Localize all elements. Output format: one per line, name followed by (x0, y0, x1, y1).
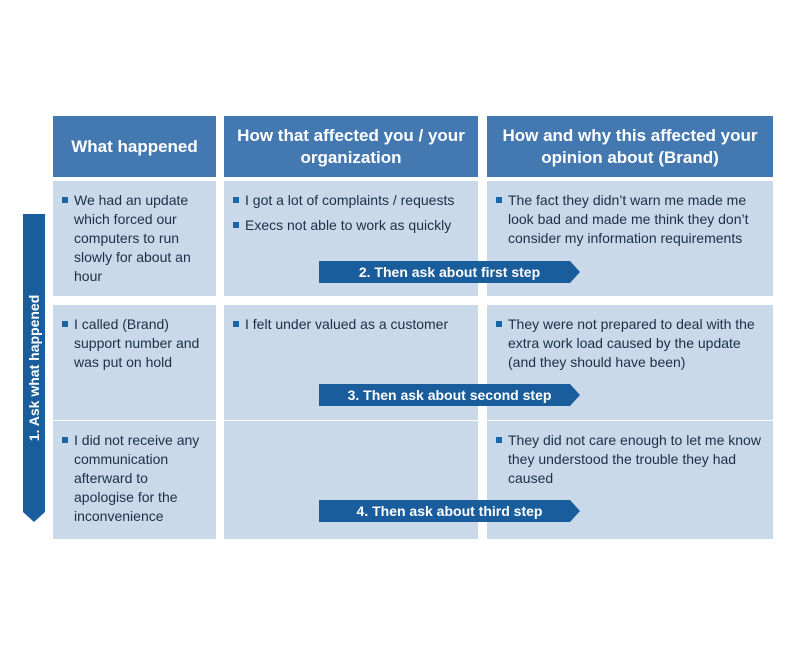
step4-label: 4. Then ask about third step (356, 503, 543, 519)
header-what-happened: What happened (53, 116, 216, 177)
ask-what-happened-label: 1. Ask what happened (26, 294, 42, 442)
list-item: We had an update which forced our comput… (61, 191, 208, 286)
header-what-happened-label: What happened (71, 136, 198, 156)
row1-what-list: We had an update which forced our comput… (61, 191, 208, 286)
step3-arrow: 3. Then ask about second step (319, 384, 580, 406)
list-item: The fact they didn’t warn me made me loo… (495, 191, 765, 248)
row1-opinion-cell: The fact they didn’t warn me made me loo… (487, 181, 773, 296)
list-item: They were not prepared to deal with the … (495, 315, 765, 372)
list-item: I got a lot of complaints / requests (232, 191, 470, 210)
list-item: I felt under valued as a customer (232, 315, 470, 334)
row2-what-list: I called (Brand) support number and was … (61, 315, 208, 372)
row2-what-cell: I called (Brand) support number and was … (53, 305, 216, 420)
row2-opinion-list: They were not prepared to deal with the … (495, 315, 765, 372)
row1-what-cell: We had an update which forced our comput… (53, 181, 216, 296)
list-item: I did not receive any communication afte… (61, 431, 208, 526)
step2-arrow: 2. Then ask about first step (319, 261, 580, 283)
header-opinion: How and why this affected your opinion a… (487, 116, 773, 177)
header-opinion-label: How and why this affected your opinion a… (502, 125, 758, 167)
step4-arrow: 4. Then ask about third step (319, 500, 580, 522)
step2-label: 2. Then ask about first step (358, 264, 541, 280)
row3-what-list: I did not receive any communication afte… (61, 431, 208, 526)
header-how-affected-label: How that affected you / your organizatio… (237, 125, 465, 167)
list-item: Execs not able to work as quickly (232, 216, 470, 235)
row1-effect-list: I got a lot of complaints / requests Exe… (232, 191, 470, 235)
header-how-affected: How that affected you / your organizatio… (224, 116, 478, 177)
row3-what-cell: I did not receive any communication afte… (53, 421, 216, 539)
row2-effect-list: I felt under valued as a customer (232, 315, 470, 334)
row3-opinion-list: They did not care enough to let me know … (495, 431, 765, 488)
ask-what-happened-arrow: 1. Ask what happened (23, 214, 45, 522)
list-item: I called (Brand) support number and was … (61, 315, 208, 372)
list-item: They did not care enough to let me know … (495, 431, 765, 488)
step3-label: 3. Then ask about second step (347, 387, 552, 403)
row1-opinion-list: The fact they didn’t warn me made me loo… (495, 191, 765, 248)
